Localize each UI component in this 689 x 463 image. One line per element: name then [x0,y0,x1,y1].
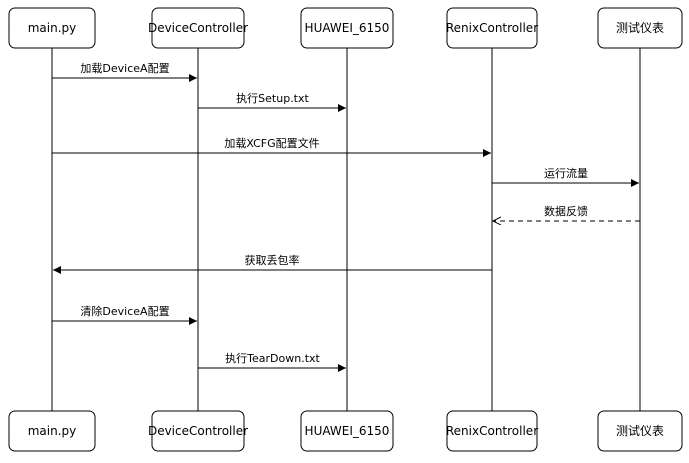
message: 获取丢包率 [53,253,492,274]
participant-box-shape [8,7,96,49]
message-label: 运行流量 [544,166,588,180]
participant-top-box: RenixController [446,7,538,49]
participant-label: 测试仪表 [616,20,664,35]
participant-top-box: 测试仪表 [597,7,683,49]
participant-box-shape [8,410,96,452]
participant-box-shape [300,7,394,49]
message-label: 执行TearDown.txt [225,351,320,365]
message-label: 数据反馈 [544,204,588,218]
participant-label: HUAWEI_6150 [305,21,390,35]
participant-box-shape [300,410,394,452]
participant-box-shape [446,7,538,49]
participant-box-shape [597,410,683,452]
participant-box-shape [151,410,245,452]
participant-box-shape [151,7,245,49]
participant-top-box: HUAWEI_6150 [300,7,394,49]
message: 数据反馈 [493,204,640,221]
message-label: 清除DeviceA配置 [80,304,169,318]
participant-top-box: main.py [8,7,96,49]
message: 执行TearDown.txt [198,351,346,372]
participant-label: main.py [28,424,77,438]
message: 运行流量 [492,166,639,187]
message: 加载XCFG配置文件 [52,136,491,157]
participant-label: HUAWEI_6150 [305,424,390,438]
participant-label: RenixController [446,424,538,438]
participant-bottom-box: DeviceController [148,410,248,452]
message: 执行Setup.txt [198,91,346,112]
participant-label: main.py [28,21,77,35]
participant-bottom-box: main.py [8,410,96,452]
message-label: 加载DeviceA配置 [80,62,169,75]
participant-label: DeviceController [148,21,248,35]
participant-label: DeviceController [148,424,248,438]
message: 加载DeviceA配置 [52,62,197,82]
participant-bottom-box: RenixController [446,410,538,452]
participant-bottom-box: 测试仪表 [597,410,683,452]
participant-box-shape [446,410,538,452]
message-label: 执行Setup.txt [236,91,309,105]
message: 清除DeviceA配置 [52,304,197,325]
participant-bottom-box: HUAWEI_6150 [300,410,394,452]
participant-top-box: DeviceController [148,7,248,49]
message-label: 加载XCFG配置文件 [224,136,319,150]
participant-box-shape [597,7,683,49]
message-label: 获取丢包率 [245,253,300,267]
participant-label: RenixController [446,21,538,35]
participant-label: 测试仪表 [616,423,664,438]
